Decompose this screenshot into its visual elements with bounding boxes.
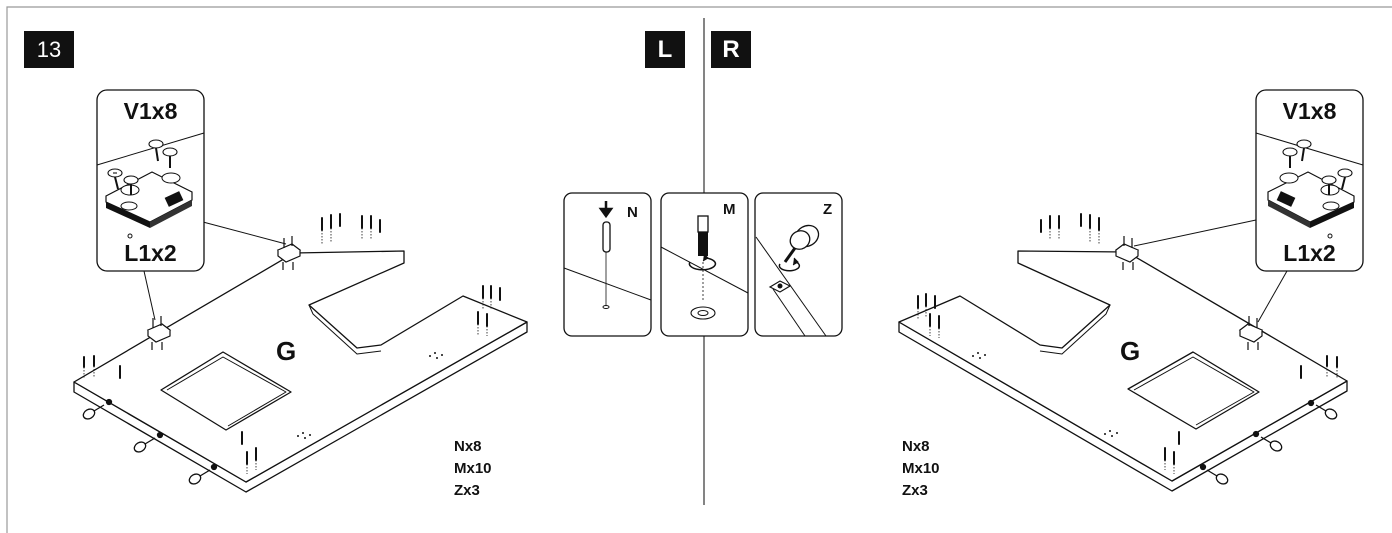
- quantity-item: Mx10: [902, 460, 940, 477]
- left-hinge-plates: [146, 236, 302, 350]
- detail-n-label: N: [627, 204, 638, 221]
- right-side-badge: R: [711, 31, 751, 68]
- rotate-icon: [778, 261, 801, 272]
- left-part-label: G: [276, 336, 297, 366]
- left-quantity-list: Nx8 Mx10 Zx3: [454, 436, 492, 502]
- left-board-g: [73, 250, 528, 493]
- step-number-badge: 13: [24, 31, 74, 68]
- detail-box-n: [563, 192, 652, 337]
- left-board-dowel-stems: [83, 228, 492, 474]
- detail-box-m: [660, 192, 749, 337]
- right-part-label: G: [1120, 336, 1141, 366]
- right-hinge-plates: [1114, 236, 1264, 350]
- left-board-edge-screws: [82, 398, 218, 485]
- left-callout-leaders: [143, 221, 287, 321]
- quantity-item: Zx3: [902, 482, 928, 499]
- left-callout-box: [96, 89, 205, 272]
- quantity-item: Zx3: [454, 482, 480, 499]
- right-quantity-list: Nx8 Mx10 Zx3: [902, 436, 940, 502]
- quantity-item: Mx10: [454, 460, 492, 477]
- left-callout-bottom-label: L1x2: [124, 240, 177, 266]
- page-frame: [6, 6, 1392, 533]
- right-board-dowel-stems: [917, 228, 1338, 474]
- right-board-dowels: [917, 213, 1338, 465]
- detail-box-z: [754, 192, 843, 337]
- quantity-item: Nx8: [902, 438, 930, 455]
- left-board-dowels: [83, 213, 501, 465]
- right-callout-bottom-label: L1x2: [1283, 240, 1336, 266]
- detail-z-label: Z: [823, 201, 833, 218]
- left-board-dots: [297, 352, 443, 439]
- right-callout-box: [1255, 89, 1364, 272]
- rotate-icon: [688, 257, 717, 271]
- quantity-item: Nx8: [454, 438, 482, 455]
- right-board-g: [898, 250, 1348, 492]
- right-board-dots: [972, 352, 1118, 437]
- right-callout-leaders: [1133, 219, 1288, 323]
- detail-m-label: M: [723, 201, 736, 218]
- left-side-badge: L: [645, 31, 685, 68]
- right-board-edge-screws: [1199, 399, 1338, 485]
- down-arrow-icon: [598, 201, 614, 219]
- right-callout-top-label: V1x8: [1282, 98, 1337, 124]
- left-callout-top-label: V1x8: [123, 98, 178, 124]
